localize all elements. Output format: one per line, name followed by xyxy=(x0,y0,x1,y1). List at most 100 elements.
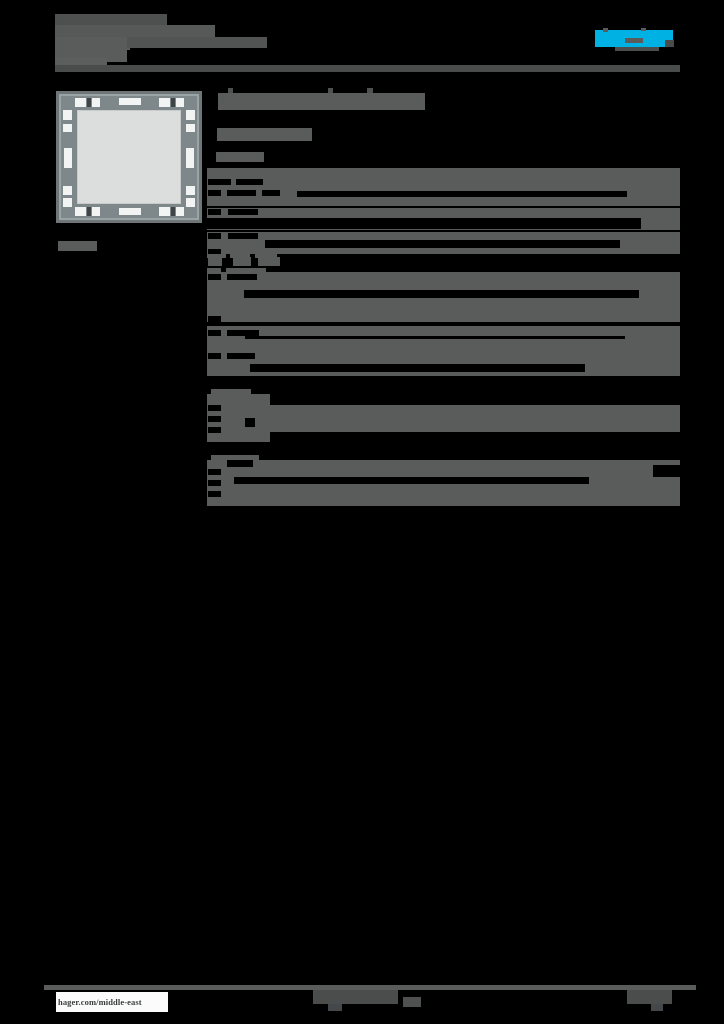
frame-claw-icon xyxy=(176,207,184,216)
table-row xyxy=(208,353,221,359)
hager-logo xyxy=(595,28,675,51)
table-row xyxy=(208,274,221,280)
product-cover-plate xyxy=(77,110,181,204)
page-title xyxy=(218,93,425,110)
table-row xyxy=(653,465,680,477)
frame-claw-icon xyxy=(119,208,141,215)
table-row xyxy=(208,491,221,497)
footer-center-text-extra xyxy=(403,997,421,1007)
spec-table-1 xyxy=(207,168,680,255)
frame-claw-icon xyxy=(171,98,175,107)
section-heading-part-2a xyxy=(208,257,222,266)
table-row xyxy=(208,427,221,433)
section-heading-part-2b xyxy=(233,257,251,266)
table-descender xyxy=(255,254,277,258)
table-row xyxy=(245,418,255,427)
table-ascender xyxy=(211,455,259,460)
spec-table-4 xyxy=(207,394,680,442)
footer-page-number xyxy=(627,990,672,1004)
table-row xyxy=(270,394,680,405)
footer-website-link[interactable]: hager.com/middle-east xyxy=(56,992,168,1012)
frame-claw-icon xyxy=(186,148,194,168)
table-row xyxy=(208,249,221,255)
table-row-divider xyxy=(207,206,680,208)
table-row xyxy=(227,330,259,336)
spec-table-3 xyxy=(207,326,680,376)
frame-claw-icon xyxy=(63,110,72,120)
table-row xyxy=(208,209,221,215)
table-row xyxy=(227,460,253,467)
table-row xyxy=(208,469,221,475)
table-row xyxy=(244,290,639,298)
page-subtitle xyxy=(217,128,312,141)
footer-center-text-descender xyxy=(328,1004,342,1011)
frame-claw-icon xyxy=(92,207,100,216)
frame-claw-icon xyxy=(64,148,72,168)
frame-claw-icon xyxy=(159,207,170,216)
hager-logo-notch xyxy=(641,28,646,31)
frame-claw-icon xyxy=(75,98,86,107)
table-row xyxy=(297,191,627,197)
frame-claw-icon xyxy=(119,98,141,105)
header-title-line-1 xyxy=(55,14,167,25)
section-heading-part-2c xyxy=(258,257,280,266)
table-row xyxy=(627,218,641,229)
frame-claw-icon xyxy=(186,186,195,195)
table-descender xyxy=(230,254,250,258)
table-gap xyxy=(207,322,680,326)
table-row xyxy=(208,330,221,336)
frame-claw-icon xyxy=(63,198,72,207)
frame-claw-icon xyxy=(186,124,195,132)
frame-claw-icon xyxy=(63,186,72,195)
footer-divider-rule xyxy=(44,985,696,990)
table-row xyxy=(250,364,585,372)
table-row xyxy=(208,316,221,322)
table-row xyxy=(228,209,258,215)
table-ascender xyxy=(207,268,221,273)
frame-claw-icon xyxy=(176,98,184,107)
hager-logo-notch xyxy=(603,28,608,32)
table-row xyxy=(228,233,258,239)
frame-claw-icon xyxy=(171,207,175,216)
table-descender xyxy=(207,254,226,258)
table-row xyxy=(234,477,589,484)
footer-page-number-descender xyxy=(651,1004,663,1011)
product-photo xyxy=(56,91,202,223)
table-row xyxy=(227,274,257,280)
table-row xyxy=(262,190,280,196)
frame-claw-icon xyxy=(87,207,91,216)
hager-logo-underline xyxy=(615,47,659,51)
table-row xyxy=(236,179,263,185)
product-caption xyxy=(58,241,97,251)
main-title-ascender xyxy=(367,88,373,94)
frame-claw-icon xyxy=(186,198,195,207)
spec-table-5 xyxy=(207,460,680,506)
table-row xyxy=(265,240,620,248)
table-row xyxy=(208,190,221,196)
section-heading-technical-data xyxy=(216,152,264,162)
header-title-line-2 xyxy=(55,25,215,37)
table-row xyxy=(207,218,640,229)
table-row xyxy=(270,432,680,442)
frame-claw-icon xyxy=(186,110,195,120)
table-row xyxy=(227,190,256,196)
table-row xyxy=(208,416,221,422)
hager-logo-notch xyxy=(665,40,674,47)
header-reference-text xyxy=(127,37,267,48)
table-row xyxy=(208,179,231,185)
table-row xyxy=(245,336,625,339)
header-rule-accent xyxy=(55,57,107,65)
table-row xyxy=(208,405,221,411)
frame-claw-icon xyxy=(75,207,86,216)
table-ascender xyxy=(211,389,251,394)
table-row xyxy=(208,480,221,486)
table-row xyxy=(227,353,255,359)
spec-table-2 xyxy=(207,272,680,322)
frame-claw-icon xyxy=(92,98,100,107)
frame-claw-icon xyxy=(63,124,72,132)
header-divider-rule xyxy=(55,65,680,72)
frame-claw-icon xyxy=(159,98,170,107)
frame-claw-icon xyxy=(87,98,91,107)
product-mounting-frame xyxy=(59,94,199,220)
table-ascender xyxy=(226,268,266,273)
